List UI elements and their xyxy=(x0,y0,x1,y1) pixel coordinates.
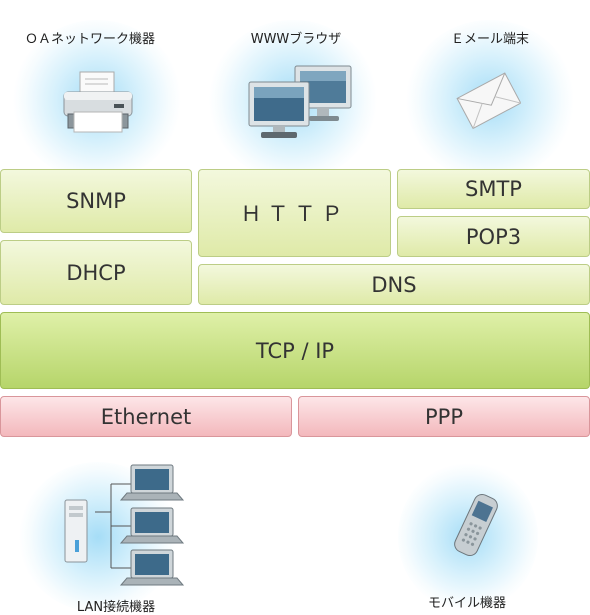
printer-icon xyxy=(63,71,133,133)
mobile-phone-icon xyxy=(454,493,498,557)
email-terminal-label: Ｅメール端末 xyxy=(450,32,529,47)
ethernet-box: Ethernet xyxy=(0,396,292,437)
dhcp-box: DHCP xyxy=(0,240,192,305)
tcpip-box: TCP / IP xyxy=(0,312,590,389)
server-laptops-icon xyxy=(64,464,185,586)
lan-device-label: LAN接続機器 xyxy=(76,600,156,615)
ppp-box: PPP xyxy=(298,396,590,437)
snmp-box: SNMP xyxy=(0,169,192,233)
mobile-device-label: モバイル機器 xyxy=(427,596,506,611)
oa-device-label: ＯＡネットワーク機器 xyxy=(24,32,155,47)
pop3-box: POP3 xyxy=(397,216,590,257)
envelope-icon xyxy=(456,72,521,130)
computer-monitors-icon xyxy=(248,65,352,138)
http-box: ＨＴＴＰ xyxy=(198,169,391,257)
smtp-box: SMTP xyxy=(397,169,590,209)
dns-box: DNS xyxy=(198,264,590,305)
www-browser-label: WWWブラウザ xyxy=(250,32,342,47)
